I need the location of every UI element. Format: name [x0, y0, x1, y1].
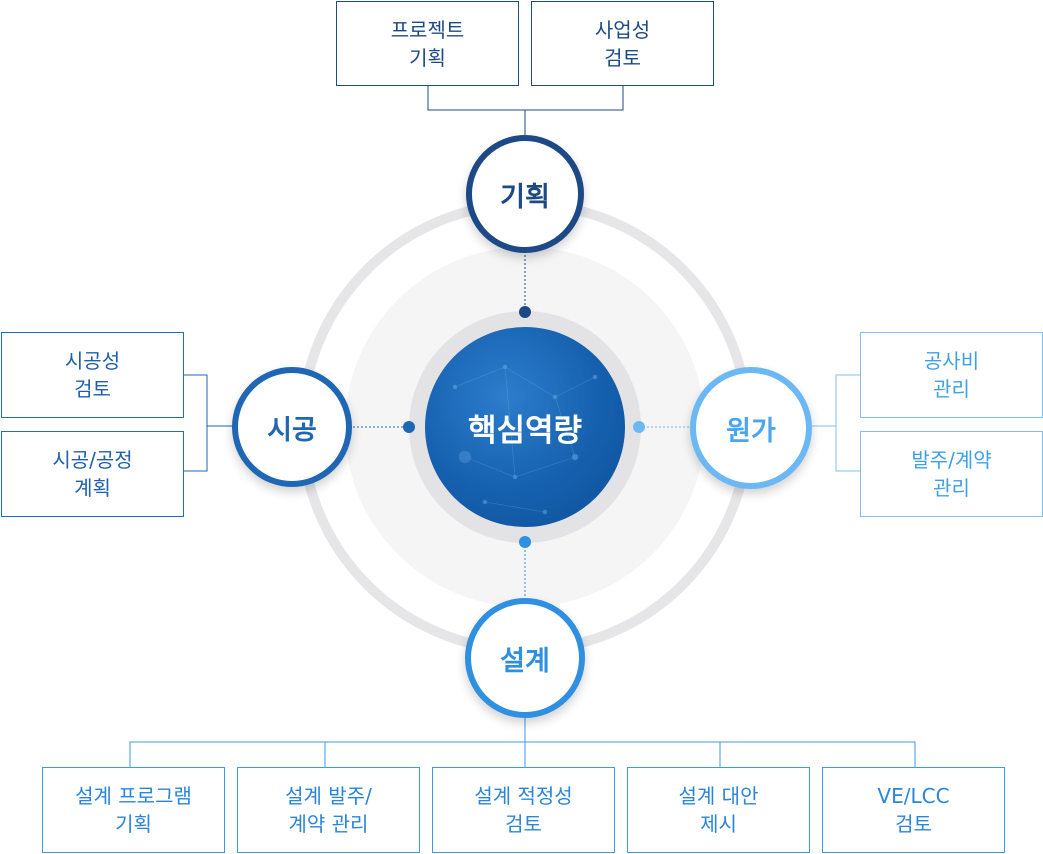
item-label: 프로젝트: [390, 17, 465, 42]
item-label: 검토: [895, 812, 932, 836]
dot-top: [519, 306, 531, 318]
network-pattern: [452, 364, 598, 515]
item-label: 계약 관리: [288, 812, 369, 836]
item-label: 계획: [74, 476, 111, 500]
node-planning-label: 기획: [500, 181, 550, 213]
node-design-label: 설계: [500, 645, 550, 677]
design-item: VE/LCC 검토: [822, 767, 1005, 853]
bracket-planning: [427, 86, 624, 135]
item-label: 검토: [74, 377, 111, 401]
design-item: 설계 발주/계약 관리: [237, 767, 420, 853]
bracket-construction: [184, 374, 232, 472]
node-construction-label: 시공: [267, 414, 317, 446]
item-label: 설계 발주/: [285, 784, 372, 808]
bracket-cost: [812, 374, 860, 472]
item-label: 설계 대안: [678, 784, 759, 808]
item-label: 검토: [505, 812, 542, 836]
node-cost: 원가: [690, 367, 812, 489]
item-label: 기획: [409, 45, 446, 70]
bracket-design: [129, 718, 916, 767]
node-construction: 시공: [232, 367, 352, 487]
item-label: 발주/계약: [911, 448, 992, 472]
item-label: 시공성: [64, 349, 121, 373]
item-label: 시공/공정: [52, 448, 133, 472]
item-label: 공사비: [923, 349, 980, 373]
dot-bottom: [519, 536, 531, 548]
item-label: VE/LCC: [877, 784, 950, 808]
node-planning: 기획: [466, 135, 584, 253]
core-label: 핵심역량: [467, 412, 583, 449]
item-label: 제시: [700, 812, 737, 836]
node-design: 설계: [465, 598, 585, 718]
dot-right: [633, 421, 645, 433]
item-label: 검토: [604, 45, 641, 70]
core-circle: 핵심역량: [425, 327, 625, 527]
node-cost-label: 원가: [726, 415, 776, 447]
item-label: 설계 프로그램: [75, 784, 192, 808]
item-label: 설계 적정성: [474, 784, 573, 808]
dot-left: [403, 421, 415, 433]
item-label: 기획: [115, 812, 152, 836]
item-label: 관리: [933, 476, 970, 500]
item-label: 관리: [933, 377, 970, 401]
item-label: 사업성: [594, 17, 651, 42]
